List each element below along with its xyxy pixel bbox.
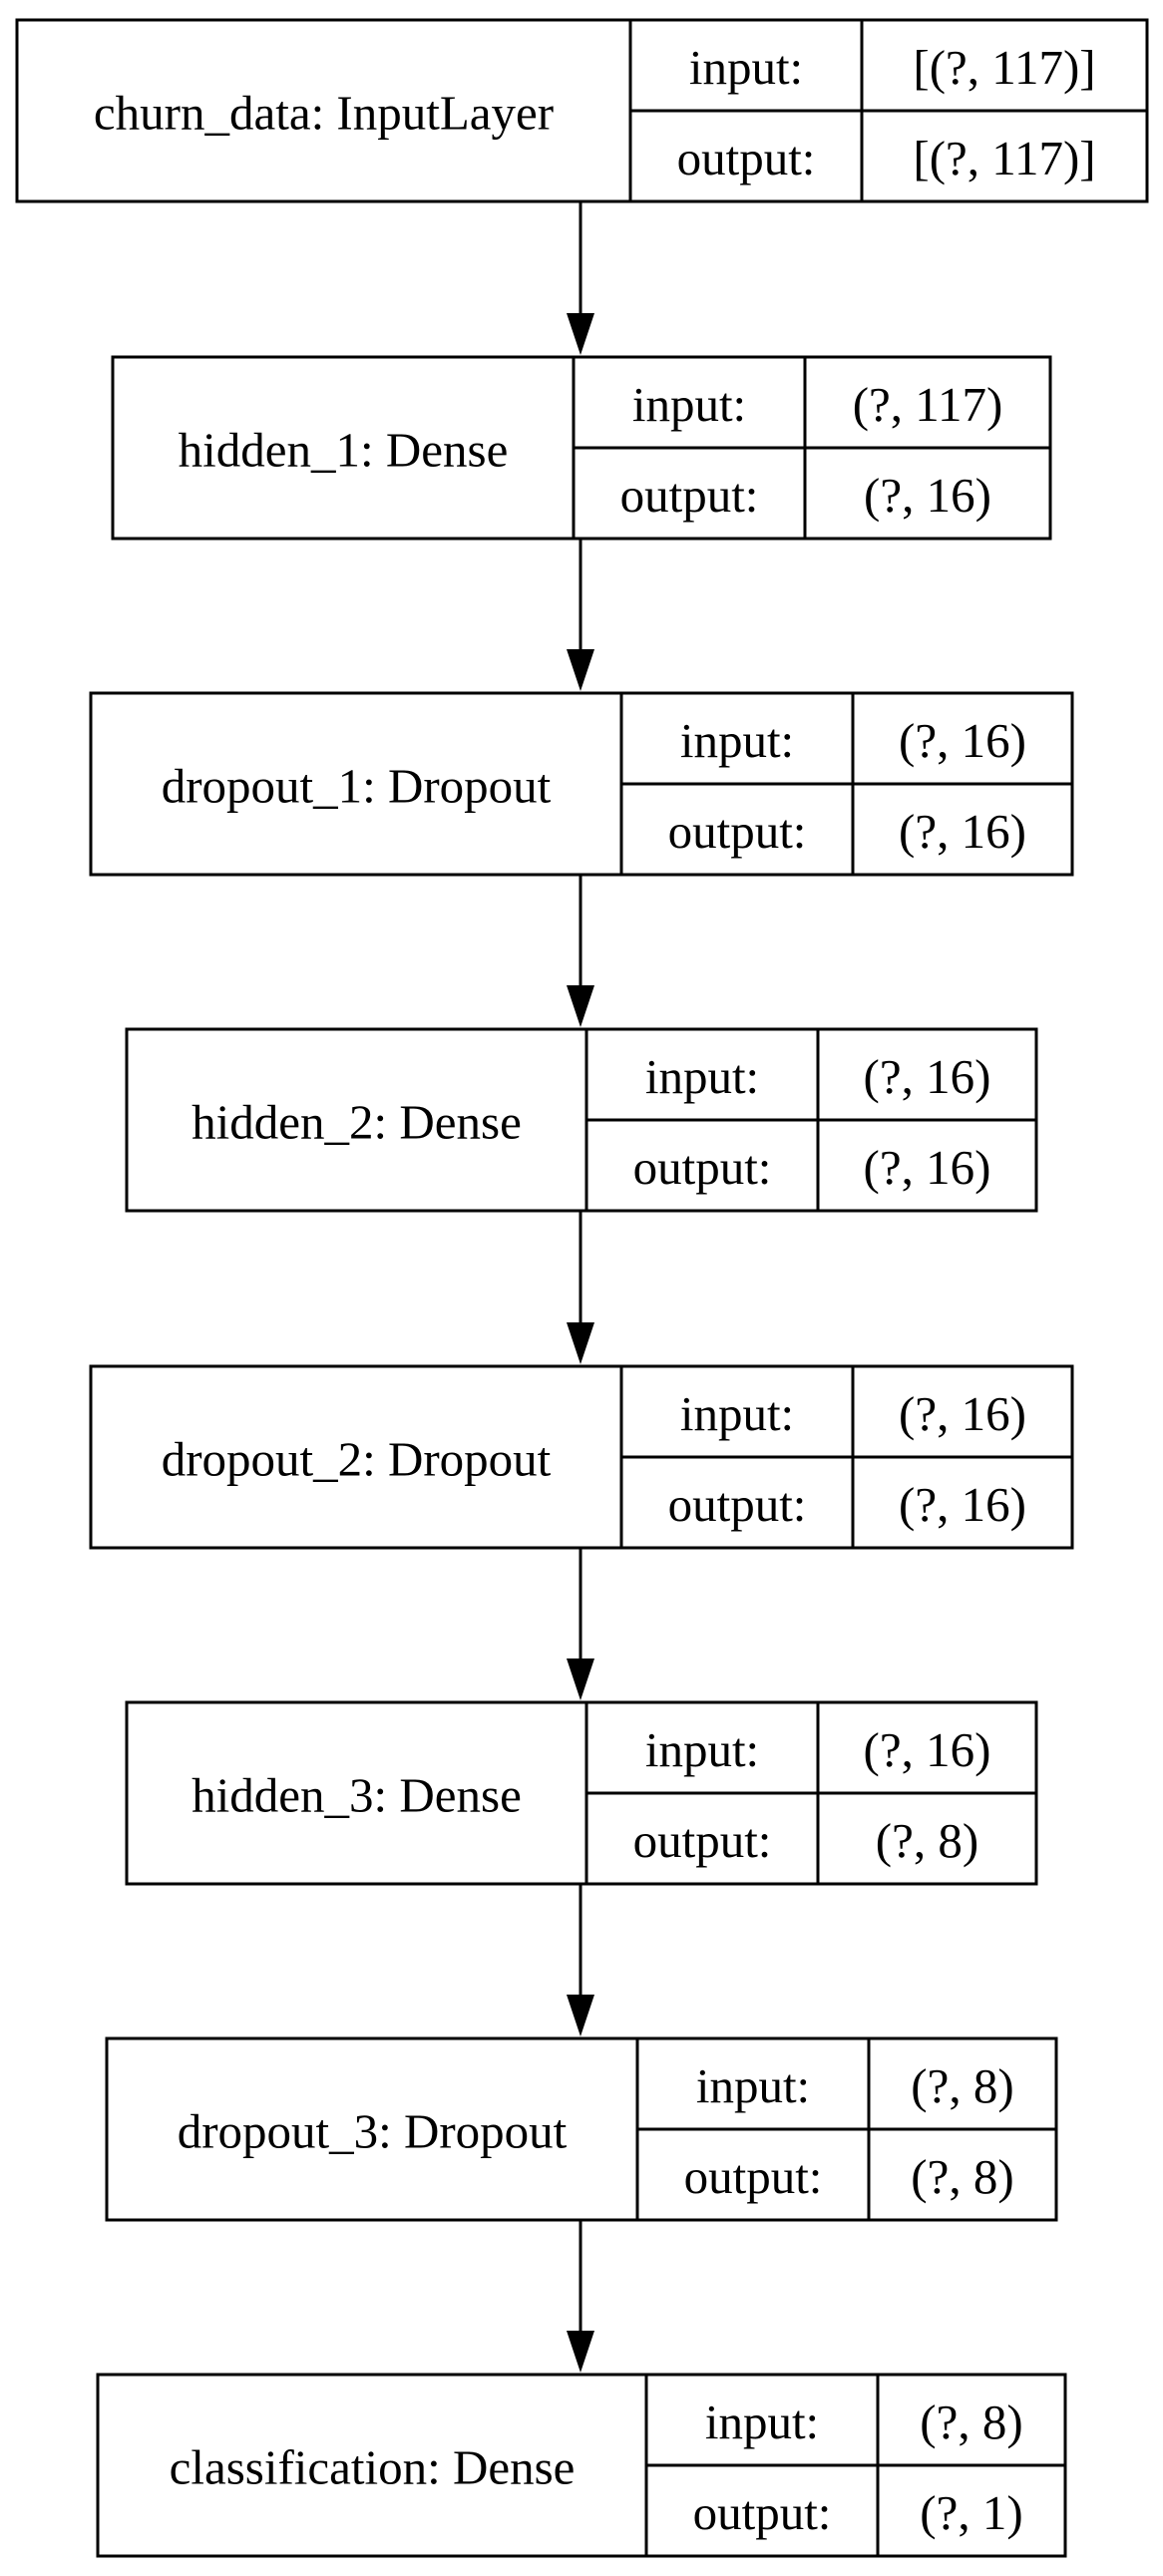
output-label: output:: [668, 1477, 807, 1532]
flow-arrow: [567, 1548, 594, 1700]
output-label: output:: [693, 2485, 832, 2540]
output-label: output:: [677, 131, 816, 185]
output-shape: (?, 8): [911, 2149, 1013, 2204]
flow-arrow: [567, 875, 594, 1027]
layer-name: hidden_1: Dense: [179, 423, 509, 478]
layer-node: hidden_3: Dense input: output: (?, 16) (?, 8…: [125, 1700, 1038, 1886]
input-shape: (?, 117): [853, 377, 1003, 432]
input-label: input:: [705, 2394, 819, 2449]
output-shape: [(?, 117)]: [913, 131, 1095, 185]
flow-arrow: [567, 201, 594, 355]
output-label: output:: [633, 1813, 772, 1868]
input-label: input:: [632, 377, 746, 432]
layer-node: classification: Dense input: output: (?, 8)…: [96, 2373, 1067, 2558]
layer-name: dropout_2: Dropout: [162, 1432, 552, 1487]
layer-node: hidden_1: Dense input: output: (?, 117) (?, …: [111, 355, 1052, 541]
output-label: output:: [620, 468, 759, 523]
flow-arrow: [567, 539, 594, 691]
input-label: input:: [645, 1722, 759, 1777]
layer-name: dropout_1: Dropout: [162, 759, 552, 814]
layer-name: hidden_2: Dense: [192, 1095, 522, 1150]
layer-node: dropout_3: Dropout input: output: (?, 8) (?,…: [105, 2036, 1058, 2222]
layer-node: dropout_1: Dropout input: output: (?, 16) (?…: [89, 691, 1074, 877]
layer-name: churn_data: InputLayer: [94, 86, 554, 141]
input-label: input:: [680, 713, 794, 768]
input-shape: (?, 8): [911, 2058, 1013, 2113]
layer-node: churn_data: InputLayer input: output: [(?, …: [15, 18, 1149, 203]
input-label: input:: [680, 1386, 794, 1441]
layer-nodes: churn_data: InputLayer input: output: [(?, …: [15, 18, 1149, 2558]
arrowhead-icon: [567, 1995, 594, 2036]
flow-arrow: [567, 1884, 594, 2036]
layer-edges: [567, 201, 594, 2373]
output-shape: (?, 16): [899, 804, 1026, 859]
output-shape: (?, 1): [920, 2485, 1022, 2540]
input-shape: (?, 16): [864, 1722, 991, 1777]
flow-arrow: [567, 1211, 594, 1364]
layer-name: classification: Dense: [170, 2440, 576, 2495]
input-shape: [(?, 117)]: [913, 40, 1095, 95]
output-shape: (?, 16): [864, 1140, 991, 1195]
input-shape: (?, 16): [899, 1386, 1026, 1441]
layer-node: dropout_2: Dropout input: output: (?, 16) (?…: [89, 1364, 1074, 1550]
input-label: input:: [645, 1049, 759, 1104]
arrowhead-icon: [567, 313, 594, 355]
output-shape: (?, 16): [864, 468, 991, 523]
layer-node: hidden_2: Dense input: output: (?, 16) (?, 1…: [125, 1027, 1038, 1213]
input-label: input:: [696, 2058, 810, 2113]
input-shape: (?, 16): [864, 1049, 991, 1104]
output-shape: (?, 16): [899, 1477, 1026, 1532]
output-label: output:: [668, 804, 807, 859]
input-label: input:: [689, 40, 803, 95]
input-shape: (?, 8): [920, 2394, 1022, 2449]
arrowhead-icon: [567, 649, 594, 691]
output-label: output:: [633, 1140, 772, 1195]
flow-arrow: [567, 2220, 594, 2373]
layer-name: hidden_3: Dense: [192, 1768, 522, 1823]
layer-name: dropout_3: Dropout: [178, 2104, 568, 2159]
arrowhead-icon: [567, 2331, 594, 2373]
output-shape: (?, 8): [876, 1813, 978, 1868]
arrowhead-icon: [567, 1322, 594, 1364]
output-label: output:: [684, 2149, 823, 2204]
arrowhead-icon: [567, 1658, 594, 1700]
arrowhead-icon: [567, 985, 594, 1027]
input-shape: (?, 16): [899, 713, 1026, 768]
